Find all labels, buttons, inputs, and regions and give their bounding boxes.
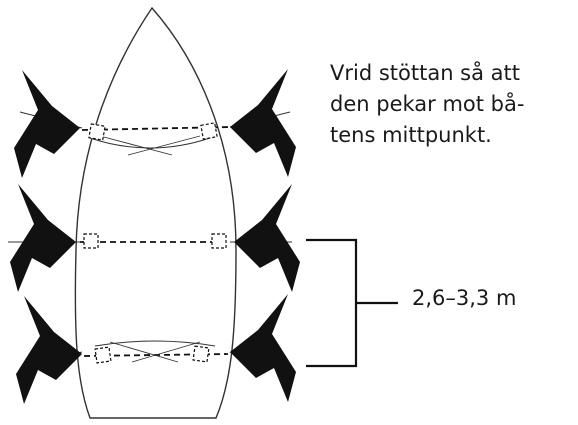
support-stand-left-2 (10, 184, 76, 292)
support-row-3 (16, 294, 296, 404)
support-row-2 (8, 184, 300, 292)
support-stand-left-3 (16, 296, 82, 404)
support-row-1 (14, 69, 296, 178)
instruction-line: tens mittpunkt. (330, 123, 492, 147)
support-stand-right-1 (230, 69, 296, 177)
support-stand-right-2 (234, 184, 300, 292)
support-stand-right-3 (230, 294, 296, 402)
instruction-line: Vrid stöttan så att (330, 61, 521, 85)
instruction-text: Vrid stöttan så att den pekar mot bå- te… (330, 58, 570, 151)
support-stand-left-1 (14, 70, 80, 178)
spacing-bracket (306, 238, 398, 368)
spacing-label: 2,6–3,3 m (412, 286, 517, 310)
instruction-line: den pekar mot bå- (330, 92, 525, 116)
boat-hull-outline (74, 6, 237, 419)
